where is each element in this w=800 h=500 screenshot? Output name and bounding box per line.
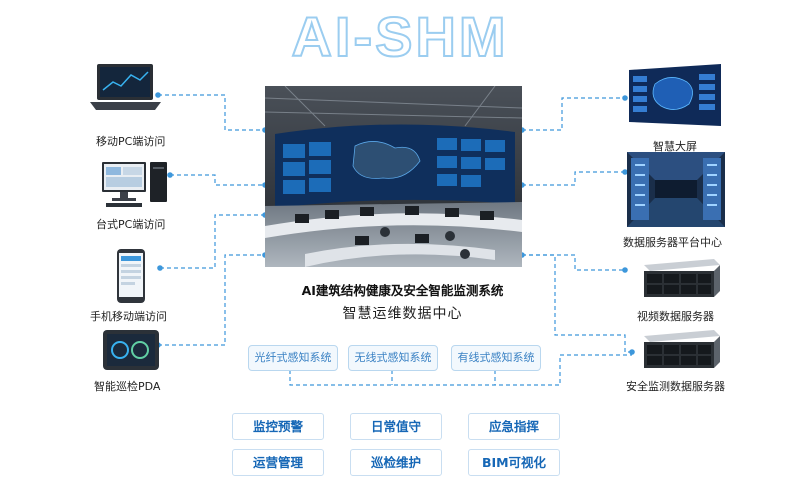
center-subtitle: 智慧运维数据中心 [342,306,463,322]
access-label-mobile: 手机移动端访问 [90,310,167,323]
smartphone-icon [115,248,147,308]
sensing-wired: 有线式感知系统 [451,345,541,371]
laptop-icon [88,62,163,118]
system-name: AI建筑结构健康及安全智能监测系统 [301,283,504,298]
output-label-display-wall: 智慧大屏 [653,140,697,153]
function-inspection-maintenance: 巡检维护 [350,449,442,476]
output-label-monitoring-server: 安全监测数据服务器 [626,380,725,393]
sensing-wireless: 无线式感知系统 [348,345,438,371]
control-room-photo [265,86,522,267]
access-label-laptop: 移动PC端访问 [96,135,166,148]
output-label-server-platform: 数据服务器平台中心 [623,236,722,249]
function-monitoring-alert: 监控预警 [232,413,324,440]
output-label-video-server: 视频数据服务器 [637,310,714,323]
video-server-icon [640,257,722,303]
title-text: AI-SHM [291,5,508,68]
title: AI-SHM [250,4,550,69]
access-label-pda: 智能巡检PDA [94,380,161,393]
desktop-computer-icon [100,158,170,214]
function-bim-visualization: BIM可视化 [468,449,560,476]
function-daily-duty: 日常值守 [350,413,442,440]
display-wall-icon [625,62,725,136]
function-emergency-command: 应急指挥 [468,413,560,440]
tablet-pda-icon [102,328,160,376]
server-room-icon [627,152,725,231]
access-label-desktop: 台式PC端访问 [96,218,166,231]
sensing-fiber: 光纤式感知系统 [248,345,338,371]
function-operation-management: 运营管理 [232,449,324,476]
monitoring-server-icon [640,328,722,374]
